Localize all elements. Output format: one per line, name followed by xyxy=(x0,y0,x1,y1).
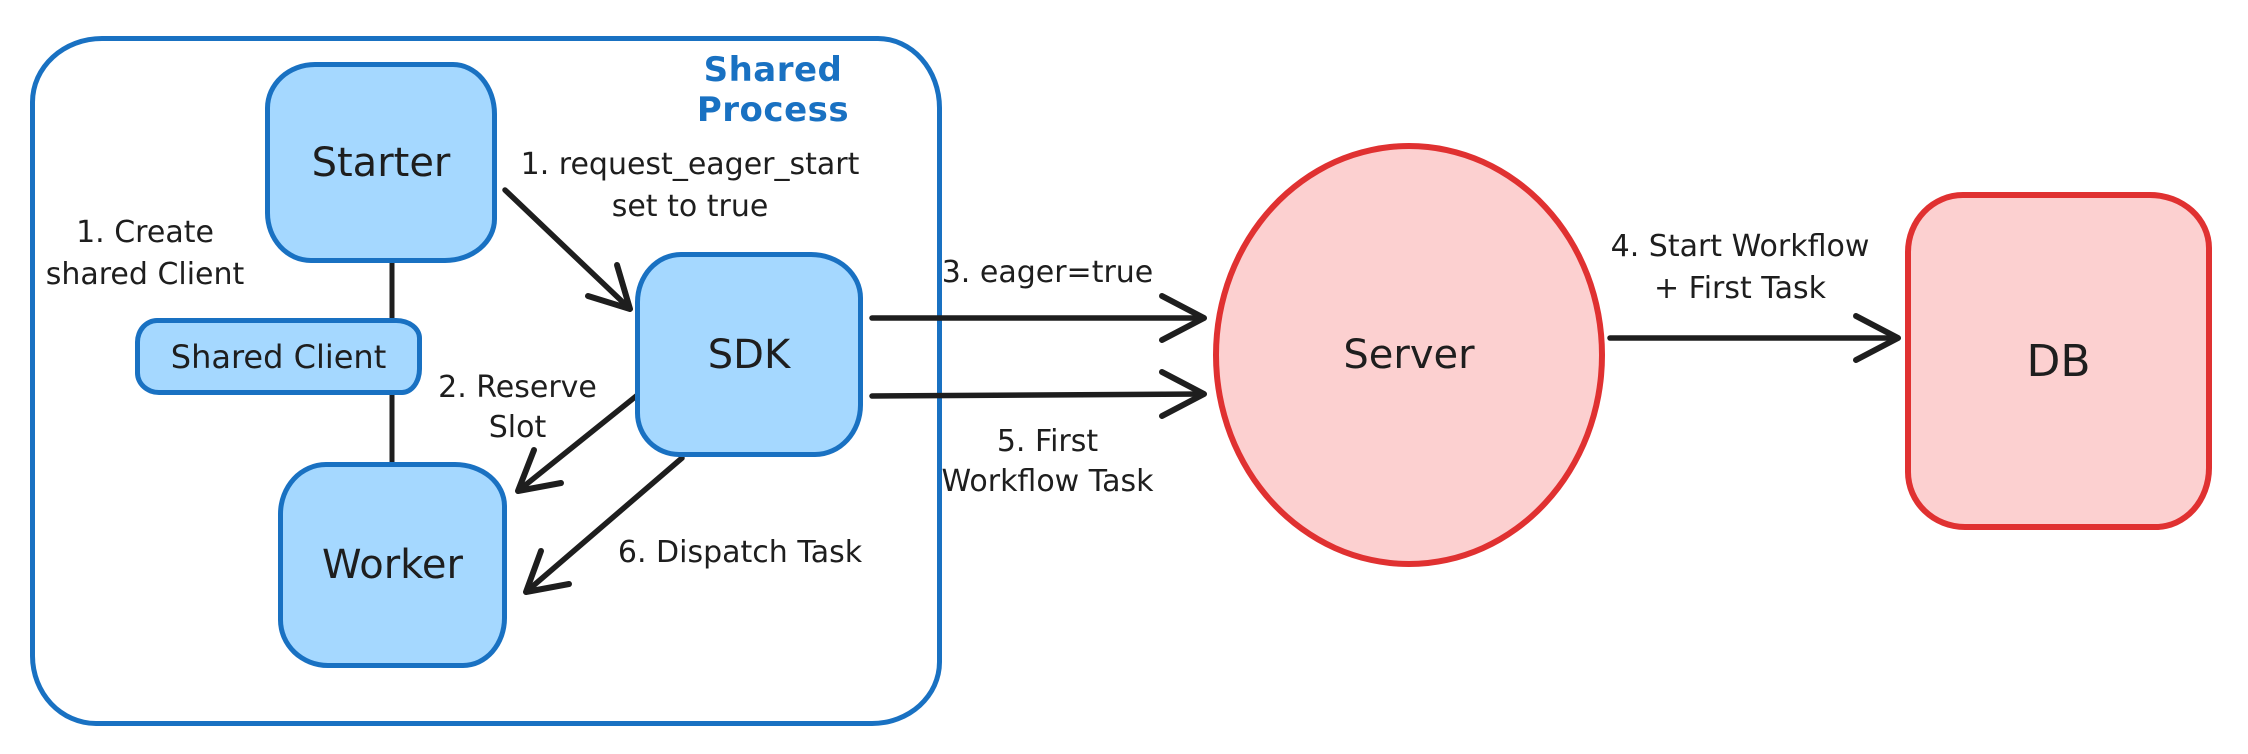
arrow-eager-true xyxy=(869,293,1207,343)
label-reserve-slot: 2. Reserve Slot xyxy=(420,368,615,448)
node-shared-client: Shared Client xyxy=(135,318,422,395)
label-eager-true-line1: 3. eager=true xyxy=(941,255,1154,290)
label-eager-true: 3. eager=true xyxy=(915,252,1180,294)
arrow-request-eager-start xyxy=(502,187,633,312)
label-request-eager-start-line2: set to true xyxy=(611,189,769,224)
label-create-shared-client-line1: 1. Create xyxy=(76,215,214,250)
node-sdk: SDK xyxy=(635,252,863,457)
label-first-workflow-task-line2: Workflow Task xyxy=(941,464,1154,499)
node-server-label: Server xyxy=(1343,332,1475,378)
node-worker-label: Worker xyxy=(322,542,463,588)
arrow-reserve-slot xyxy=(515,382,653,494)
arrow-first-workflow-task xyxy=(869,369,1207,419)
label-create-shared-client: 1. Create shared Client xyxy=(20,212,270,296)
label-request-eager-start: 1. request_eager_start set to true xyxy=(495,144,885,228)
label-reserve-slot-line1: 2. Reserve xyxy=(438,370,597,405)
shared-process-title: Shared Process xyxy=(696,50,850,130)
arrow-dispatch-task xyxy=(523,455,685,595)
node-server: Server xyxy=(1213,143,1605,567)
label-start-workflow: 4. Start Workflow + First Task xyxy=(1580,226,1900,310)
label-reserve-slot-line2: Slot xyxy=(488,410,547,445)
node-worker: Worker xyxy=(278,462,507,668)
label-create-shared-client-line2: shared Client xyxy=(45,257,245,292)
node-starter-label: Starter xyxy=(311,139,451,186)
node-db-label: DB xyxy=(2026,335,2091,387)
label-dispatch-task: 6. Dispatch Task xyxy=(595,532,885,574)
label-request-eager-start-line1: 1. request_eager_start xyxy=(520,147,860,182)
label-dispatch-task-line1: 6. Dispatch Task xyxy=(617,535,863,570)
label-start-workflow-line2: + First Task xyxy=(1653,271,1827,306)
label-start-workflow-line1: 4. Start Workflow xyxy=(1610,229,1870,264)
node-shared-client-label: Shared Client xyxy=(170,337,387,376)
arrow-start-workflow xyxy=(1607,313,1901,363)
node-starter: Starter xyxy=(265,62,497,263)
label-first-workflow-task-line1: 5. First xyxy=(996,424,1099,459)
label-first-workflow-task: 5. First Workflow Task xyxy=(895,422,1200,502)
node-sdk-label: SDK xyxy=(707,331,791,378)
node-db: DB xyxy=(1905,192,2212,530)
shared-process-container xyxy=(30,36,942,726)
